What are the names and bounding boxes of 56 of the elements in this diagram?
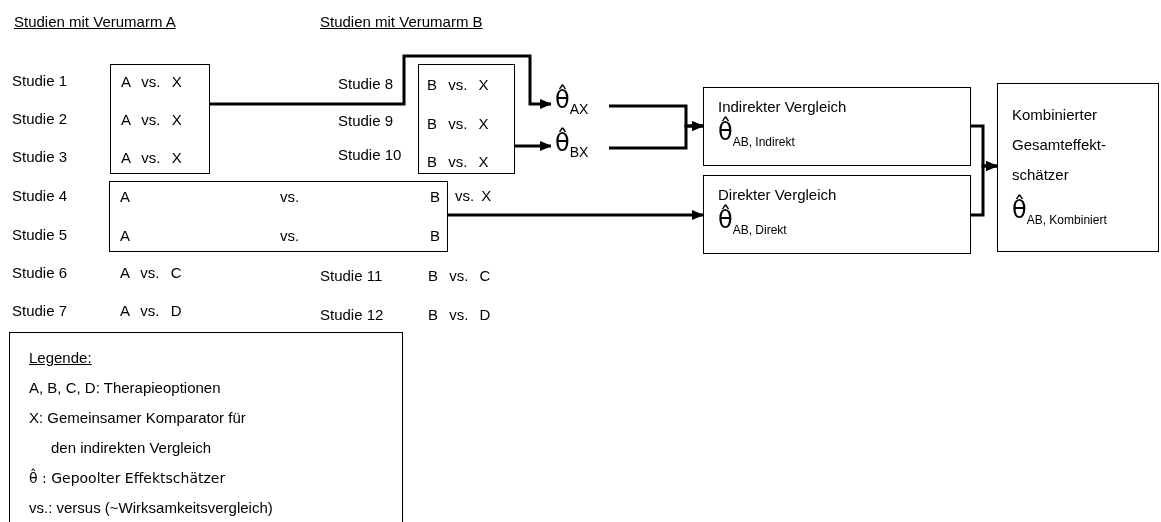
legend-heading: Legende: xyxy=(29,349,92,367)
comparison-text: vs. xyxy=(280,227,300,245)
arrow xyxy=(971,161,998,217)
study-group-box xyxy=(418,64,515,174)
comparison-text: A vs. X xyxy=(121,149,182,167)
study-label: Studie 9 xyxy=(338,112,394,130)
study-label: Studie 7 xyxy=(12,302,68,320)
comparison-text: A vs. C xyxy=(120,264,182,282)
estimator-symbol: θ̂$_{AB, Direkt}$ xyxy=(718,206,787,239)
comparison-text: B xyxy=(430,227,440,245)
study-label: Studie 5 xyxy=(12,226,68,244)
box-text: Kombinierter Gesamteffekt-schätzer xyxy=(1012,105,1107,185)
estimator-symbol: θ̂$_{BX}$ xyxy=(555,129,589,162)
comparison-text: A vs. X xyxy=(121,111,182,129)
arrow xyxy=(609,121,704,150)
comparison-box xyxy=(703,87,971,166)
arrow xyxy=(210,54,552,109)
study-label: Studie 10 xyxy=(338,146,402,164)
arrow xyxy=(515,141,552,151)
comparison-text: B vs. X xyxy=(427,76,489,94)
legend-entry: A, B, C, D: Therapieoptionen xyxy=(29,379,221,397)
comparison-text: B vs. D xyxy=(428,306,491,324)
study-label: Studie 3 xyxy=(12,148,68,166)
comparison-text: B xyxy=(430,188,440,206)
legend-entry: θ̂ : Gepoolter Effektschätzer xyxy=(29,469,226,487)
arrow xyxy=(448,210,704,220)
comparison-text: vs. xyxy=(280,188,300,206)
estimator-symbol: θ̂$_{AX}$ xyxy=(555,86,589,119)
study-label: Studie 8 xyxy=(338,75,394,93)
comparison-text: B vs. C xyxy=(428,267,491,285)
comparison-text: B vs. X xyxy=(427,115,489,133)
study-label: Studie 11 xyxy=(320,267,383,285)
legend-entry: vs.: versus (~Wirksamkeitsvergleich) xyxy=(29,499,273,517)
estimator-symbol: θ̂$_{AB, Indirekt}$ xyxy=(718,118,795,151)
study-label: Studie 2 xyxy=(12,110,68,128)
box-text: Direkter Vergleich xyxy=(718,186,837,204)
section-heading: Studien mit Verumarm A xyxy=(14,13,176,31)
study-group-box xyxy=(109,181,448,252)
estimator-symbol: θ̂$_{AB, Kombiniert}$ xyxy=(1012,196,1107,229)
comparison-text: A xyxy=(120,188,130,206)
comparison-text: vs. X xyxy=(455,187,492,205)
legend-box xyxy=(9,332,403,522)
comparison-text: A xyxy=(120,227,130,245)
comparison-text: B vs. X xyxy=(427,153,489,171)
study-label: Studie 12 xyxy=(320,306,384,324)
comparison-text: A vs. X xyxy=(121,73,182,91)
study-label: Studie 4 xyxy=(12,187,68,205)
study-label: Studie 6 xyxy=(12,264,68,282)
comparison-box xyxy=(703,175,971,254)
study-label: Studie 1 xyxy=(12,72,68,90)
result-box xyxy=(997,83,1159,252)
comparison-text: A vs. D xyxy=(120,302,182,320)
box-text: Indirekter Vergleich xyxy=(718,98,847,116)
legend-entry: X: Gemeinsamer Komparator für den indirekten Vergleich xyxy=(29,408,247,458)
study-group-box xyxy=(110,64,210,174)
section-heading: Studien mit Verumarm B xyxy=(320,13,483,31)
